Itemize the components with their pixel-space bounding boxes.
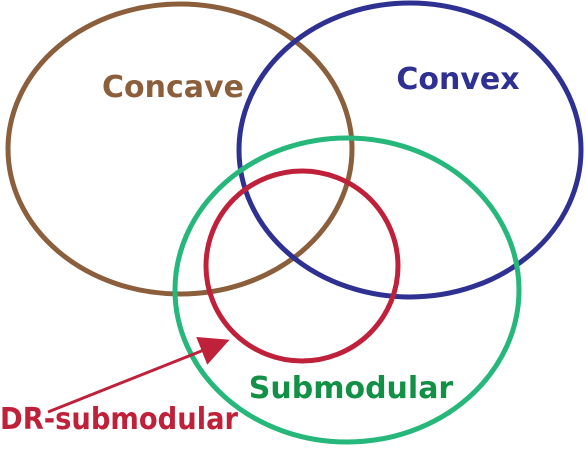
- dr-submodular-set: [203, 168, 401, 364]
- submodular-label: Submodular: [249, 371, 454, 406]
- submodular-set: [172, 135, 522, 445]
- convex-label: Convex: [396, 62, 519, 97]
- dr-submodular-label: DR-submodular: [0, 402, 238, 437]
- convex-set: [236, 0, 584, 300]
- dr-submodular-arrow: [47, 336, 230, 414]
- concave-set: [5, 1, 355, 297]
- concave-label: Concave: [102, 70, 244, 105]
